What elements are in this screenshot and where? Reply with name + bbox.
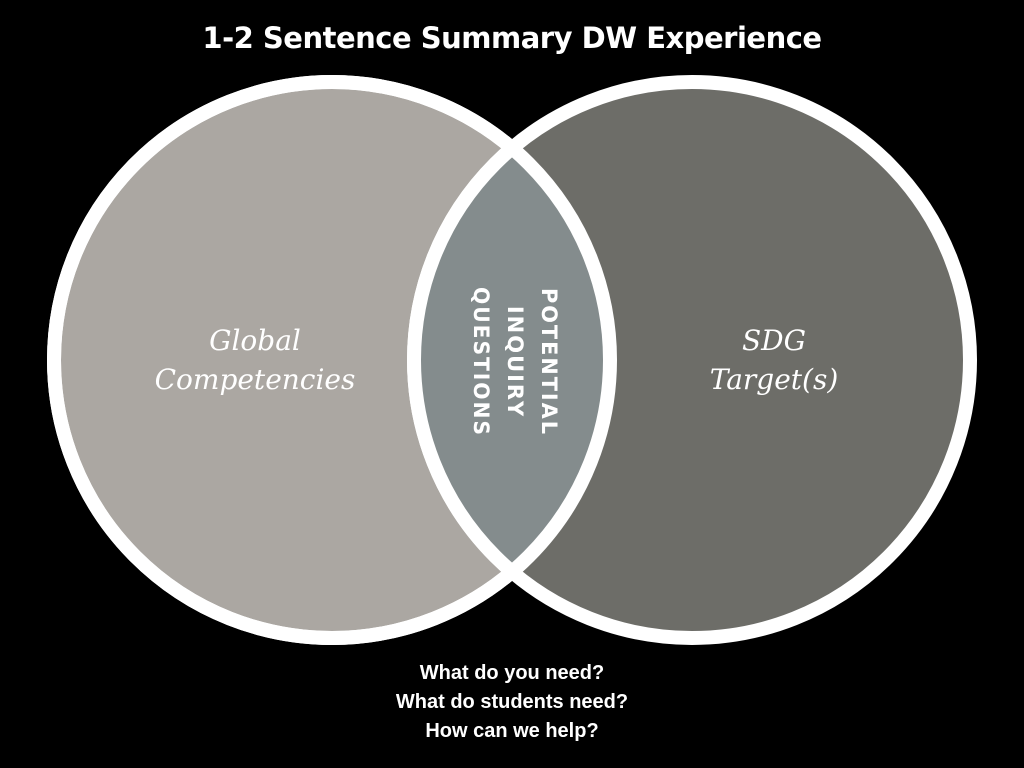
left-circle-label-line1: Global xyxy=(209,324,301,357)
right-circle-label-line2: Target(s) xyxy=(710,363,839,396)
overlap-label-line2: INQUIRY xyxy=(503,306,527,418)
right-circle-label-line1: SDG xyxy=(742,324,806,357)
overlap-label-line3: QUESTIONS xyxy=(469,287,493,437)
left-circle-border xyxy=(47,75,617,645)
footer-questions: What do you need? What do students need?… xyxy=(0,659,1024,746)
overlap-label-line1: POTENTIAL xyxy=(537,288,561,436)
footer-question-3: How can we help? xyxy=(425,720,599,742)
overlap-region xyxy=(407,82,610,638)
footer-question-1: What do you need? xyxy=(419,662,605,684)
diagram-title: 1-2 Sentence Summary DW Experience xyxy=(202,21,822,55)
left-circle-label-line2: Competencies xyxy=(155,363,356,396)
footer-question-2: What do students need? xyxy=(395,691,629,713)
